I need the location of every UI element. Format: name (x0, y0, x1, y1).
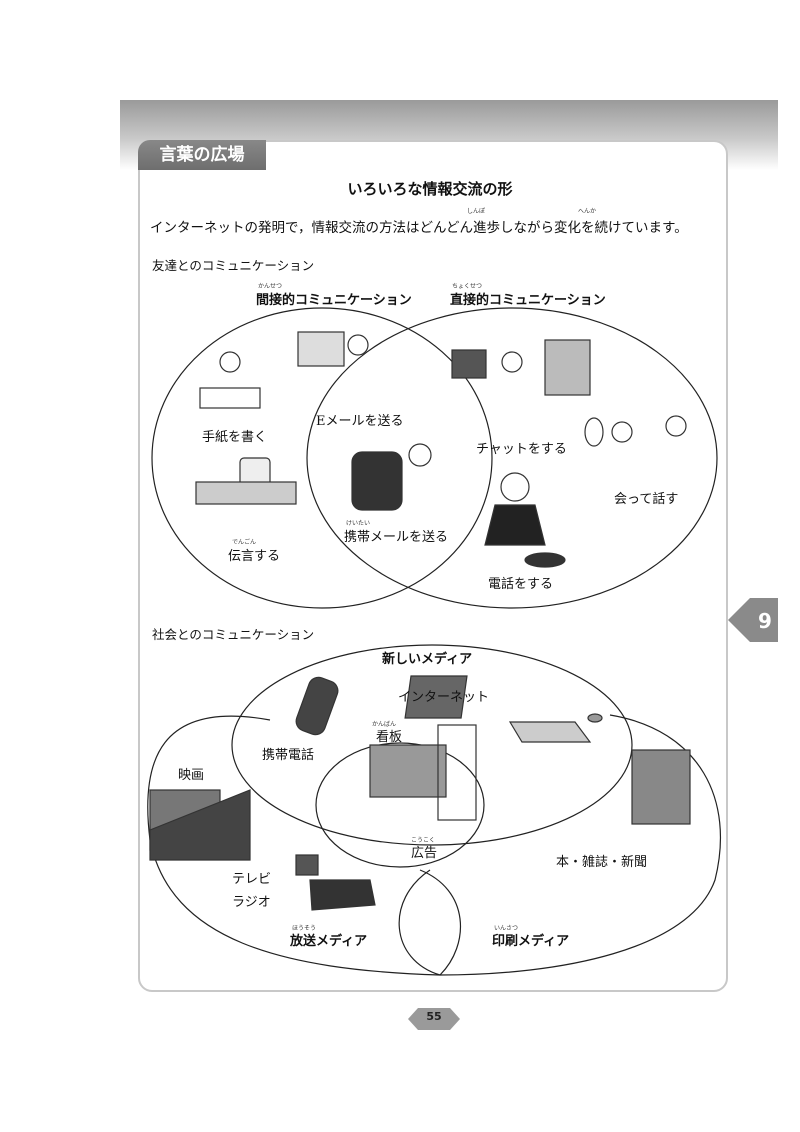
chat-illustration (451, 339, 591, 396)
direct-title: 直接的コミュニケーション (450, 293, 606, 308)
print-ruby: いんさつ (494, 925, 519, 932)
item-memo: 伝言する (228, 549, 281, 564)
bookshelf-illustration (631, 749, 691, 825)
mobile-phone-illustration (295, 676, 339, 736)
direct-ruby: ちょくせつ (452, 283, 483, 290)
item-tv: テレビ (232, 872, 272, 887)
meet-illustration (584, 415, 687, 447)
print-circle (398, 714, 722, 976)
indirect-circle (151, 307, 493, 609)
ad-circle (315, 742, 485, 868)
broadcast-ruby: ほうそう (292, 925, 317, 932)
indirect-ruby: かんせつ (258, 283, 283, 290)
tv-illustration (295, 854, 376, 911)
laptop-illustration (404, 675, 603, 743)
memo-illustration (195, 457, 297, 505)
item-memo-ruby: でんごん (232, 539, 257, 546)
item-mobile-mail-ruby: けいたい (346, 520, 371, 527)
email-illustration (297, 331, 369, 367)
society-label: 社会とのコミュニケーション (152, 627, 315, 642)
page-number-badge (408, 1008, 460, 1030)
mobile-mail-illustration (351, 443, 432, 511)
item-mobile-phone: 携帯電話 (262, 748, 315, 763)
signboard-illustration (369, 724, 477, 821)
chapter-tab: 9 (728, 598, 778, 642)
item-email: Eメールを送る (316, 414, 404, 429)
signboard-ruby: かんばん (372, 721, 397, 728)
item-movie: 映画 (178, 768, 205, 783)
new-media-title: 新しいメディア (382, 652, 473, 667)
page-number: 55 (426, 1010, 442, 1023)
indirect-title: 間接的コミュニケーション (256, 293, 412, 308)
ruby-henka: へんか (578, 208, 597, 215)
item-chat: チャットをする (476, 442, 567, 457)
item-letter: 手紙を書く (202, 430, 268, 445)
broadcast-circle (147, 715, 462, 976)
ad-ruby: こうこく (411, 837, 436, 844)
item-books: 本・雑誌・新聞 (556, 855, 648, 870)
intro-text: インターネットの発明で，情報交流の方法はどんどん進歩しながら変化を続けています。 (150, 220, 688, 236)
movie-illustration (149, 789, 251, 861)
chapter-number: 9 (758, 609, 772, 633)
item-meet: 会って話す (614, 492, 679, 507)
section-tab: 言葉の広場 (138, 140, 266, 170)
item-mobile-mail: 携帯メールを送る (344, 530, 449, 545)
broadcast-title: 放送メディア (290, 934, 368, 949)
item-phone: 電話をする (488, 577, 554, 592)
page-title: いろいろな情報交流の形 (347, 180, 513, 198)
new-media-circle (231, 644, 633, 846)
item-internet: インターネット (398, 690, 490, 705)
direct-circle (306, 307, 718, 609)
print-title: 印刷メディア (492, 934, 570, 949)
item-radio: ラジオ (232, 895, 271, 910)
phone-illustration (484, 472, 566, 568)
friends-label: 友達とのコミュニケーション (152, 258, 315, 273)
item-signboard: 看板 (376, 730, 403, 745)
item-ad: 広告 (411, 846, 438, 861)
ruby-shinpo: しんぽ (467, 208, 486, 215)
letter-illustration (199, 351, 261, 409)
